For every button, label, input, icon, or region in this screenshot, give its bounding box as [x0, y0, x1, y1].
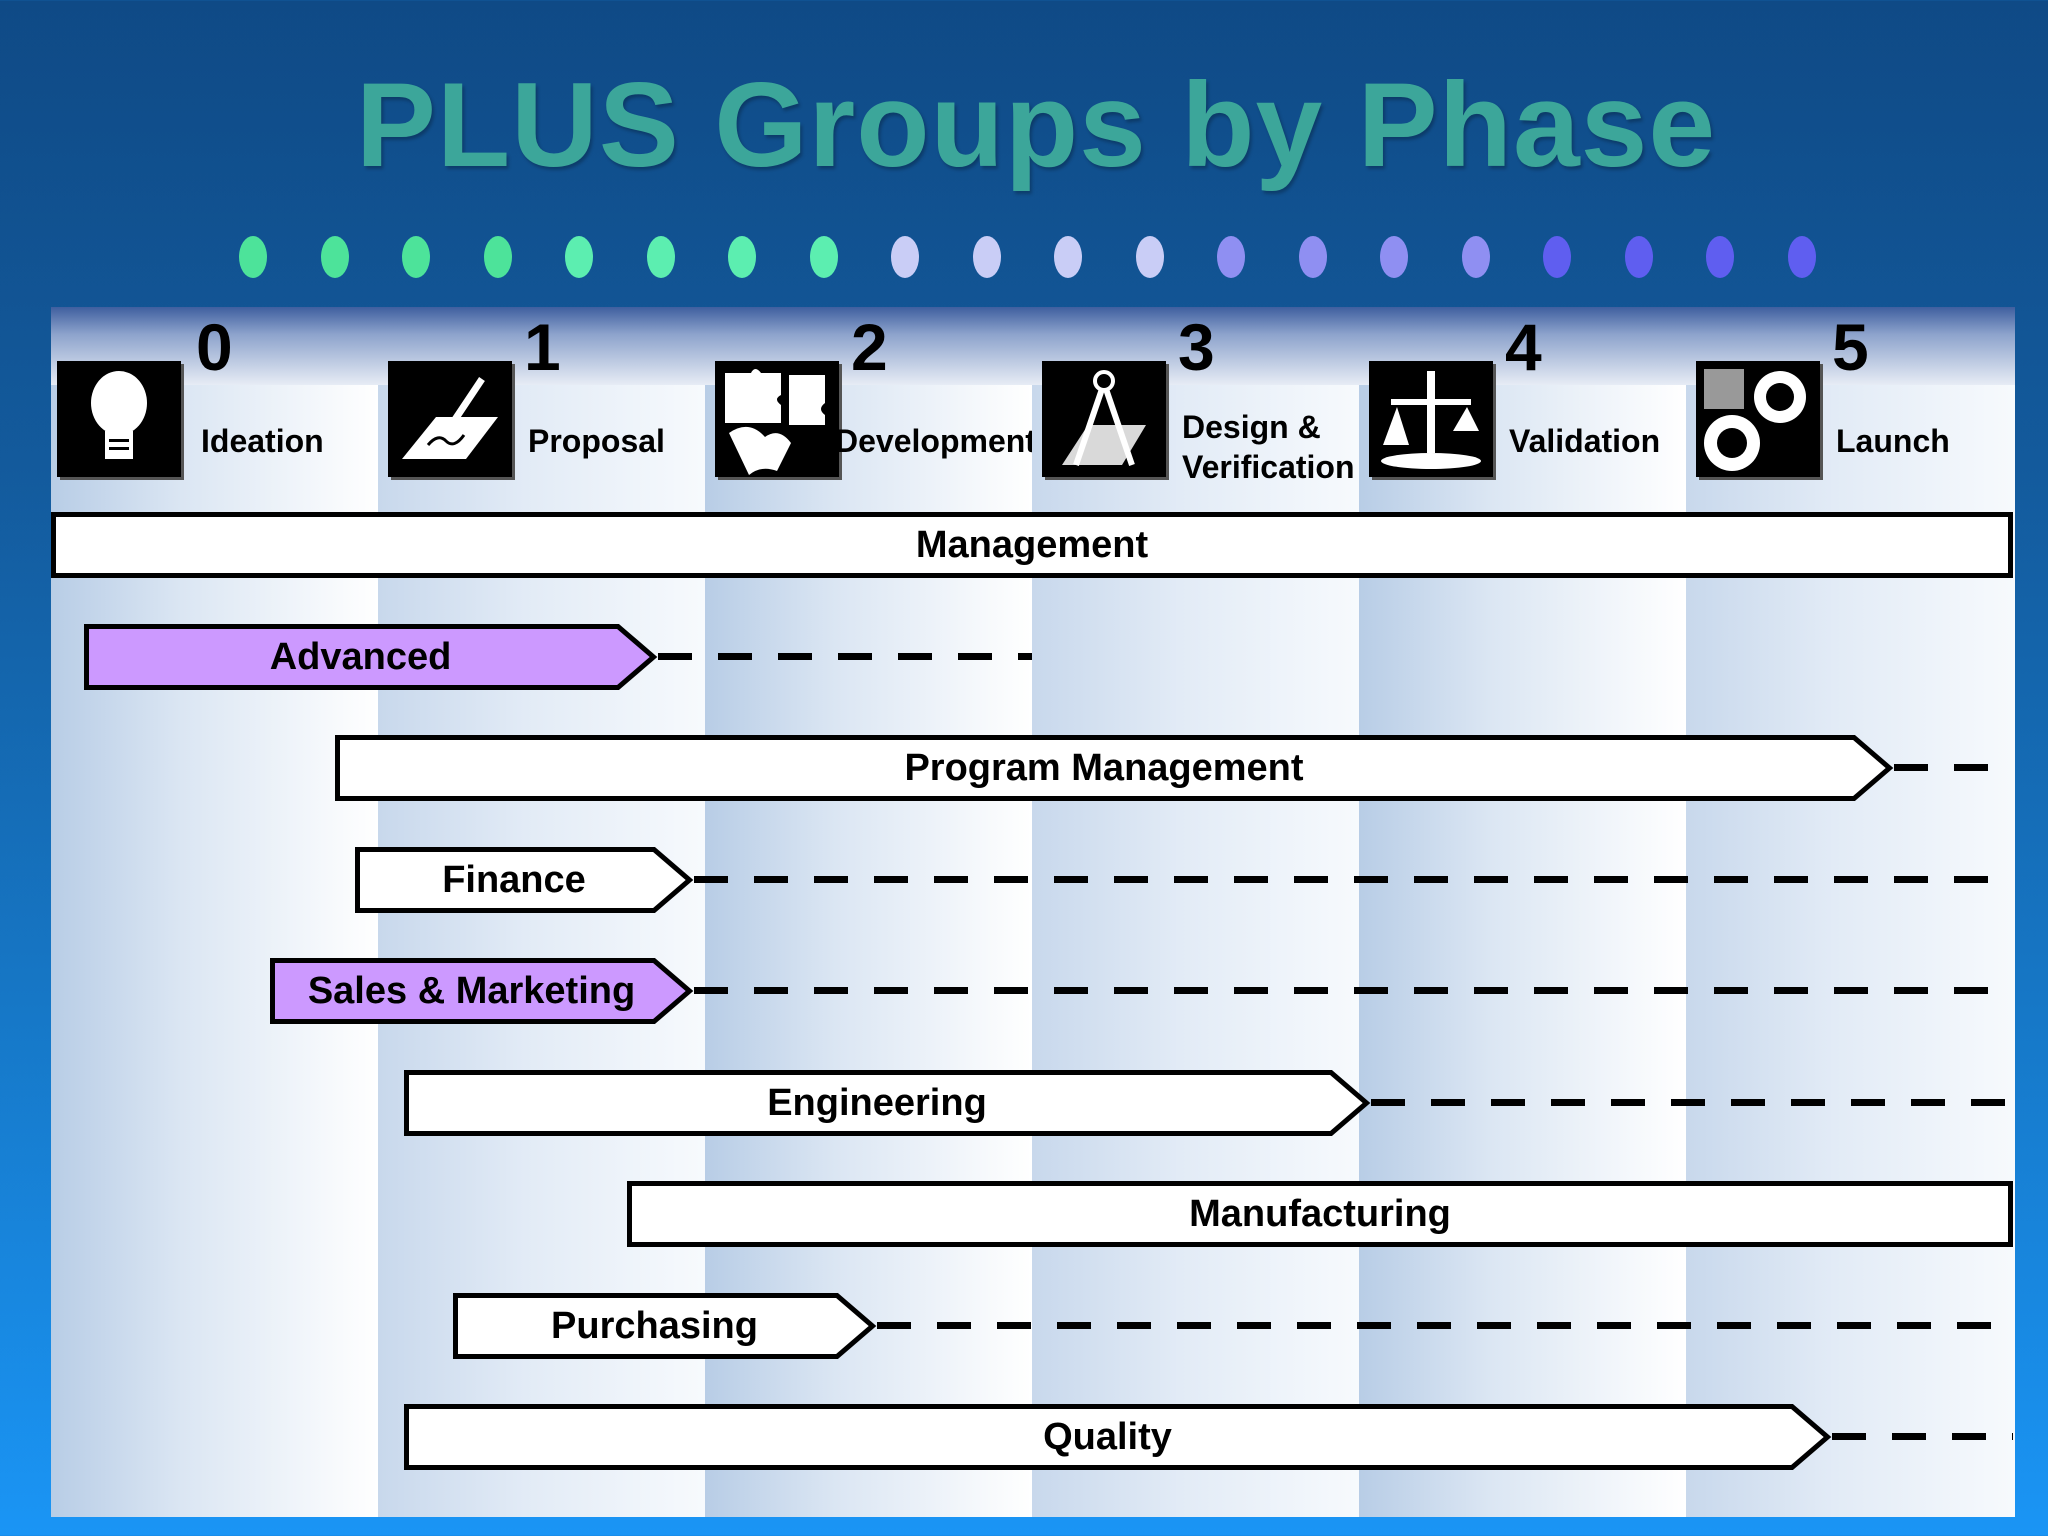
decorative-dot — [1217, 236, 1245, 278]
group-continuation-dash — [658, 653, 1032, 660]
group-continuation-dash — [1832, 1433, 2013, 1440]
decorative-dot — [728, 236, 756, 278]
phase-number: 3 — [1178, 310, 1215, 384]
decorative-dot — [320, 236, 349, 278]
decorative-dot — [1624, 236, 1653, 278]
decorative-dot — [891, 236, 919, 278]
group-bar-label: Engineering — [767, 1082, 987, 1124]
decorative-dot — [483, 236, 512, 278]
group-bar-quality: Quality — [404, 1404, 1832, 1470]
group-bar-label: Advanced — [269, 636, 452, 678]
decorative-dot — [1380, 236, 1408, 278]
decorative-dot — [1135, 236, 1164, 278]
group-bar-shape — [335, 735, 1894, 801]
group-continuation-dash — [1371, 1099, 2013, 1106]
group-bar-label: Finance — [442, 859, 586, 901]
group-bar-shape — [404, 1404, 1832, 1470]
group-continuation-dash — [694, 876, 2013, 883]
phase-number: 0 — [196, 310, 233, 384]
phase-number: 1 — [524, 310, 561, 384]
gears-icon — [1696, 361, 1820, 477]
group-bar-label: Sales & Marketing — [307, 970, 636, 1012]
group-bar-finance: Finance — [355, 847, 694, 913]
decorative-dot — [1298, 236, 1327, 278]
group-bar-label: Management — [915, 524, 1149, 566]
page-title: PLUS Groups by Phase — [355, 58, 1717, 192]
group-continuation-dash — [694, 987, 2013, 994]
phase-number: 5 — [1832, 310, 1869, 384]
decorative-dot — [1054, 236, 1082, 278]
phase-name: Development — [835, 423, 1036, 459]
group-bar-engineering: Engineering — [404, 1070, 1371, 1136]
decorative-dot — [809, 236, 838, 278]
decorative-dot — [1787, 236, 1816, 278]
puzzle-pieces-icon — [715, 361, 839, 477]
decorative-dot — [646, 236, 675, 278]
phase-number: 4 — [1505, 310, 1542, 384]
pen-writing-icon — [388, 361, 512, 477]
decorative-dot — [402, 236, 430, 278]
group-bar-shape — [51, 512, 2013, 578]
phase-name: Launch — [1836, 423, 1950, 459]
group-bar-advanced: Advanced — [84, 624, 658, 690]
decorative-dot — [239, 236, 267, 278]
decorative-dot — [565, 236, 593, 278]
group-bar-shape — [453, 1293, 877, 1359]
group-bar-purchasing: Purchasing — [453, 1293, 877, 1359]
group-continuation-dash — [1894, 764, 1997, 771]
group-bar-management: Management — [51, 512, 2013, 578]
group-bar-program-management: Program Management — [335, 735, 1894, 801]
group-bar-label: Program Management — [904, 747, 1304, 789]
group-bar-label: Purchasing — [551, 1305, 758, 1347]
drafting-compass-icon — [1042, 361, 1166, 477]
group-bar-sales-marketing: Sales & Marketing — [270, 958, 694, 1024]
group-bar-shape — [355, 847, 694, 913]
group-bar-shape — [627, 1181, 2013, 1247]
group-bar-label: Manufacturing — [1189, 1193, 1451, 1235]
phase-name: Ideation — [201, 423, 324, 459]
balance-scale-icon — [1369, 361, 1493, 477]
group-continuation-dash — [877, 1322, 1997, 1329]
lightbulb-icon — [57, 361, 181, 477]
decorative-dot — [1543, 236, 1571, 278]
phase-name: Design & Verification — [1182, 409, 1355, 485]
decorative-dot — [1461, 236, 1490, 278]
phase-name: Validation — [1509, 423, 1661, 459]
group-bar-shape — [270, 958, 694, 1024]
phase-name: Proposal — [528, 423, 665, 459]
group-bar-manufacturing: Manufacturing — [627, 1181, 2013, 1247]
group-bar-label: Quality — [1043, 1416, 1172, 1458]
group-bar-shape — [404, 1070, 1371, 1136]
decorative-dot — [1706, 236, 1734, 278]
decorative-dot — [972, 236, 1001, 278]
phase-number: 2 — [851, 310, 888, 384]
group-bar-shape — [84, 624, 658, 690]
